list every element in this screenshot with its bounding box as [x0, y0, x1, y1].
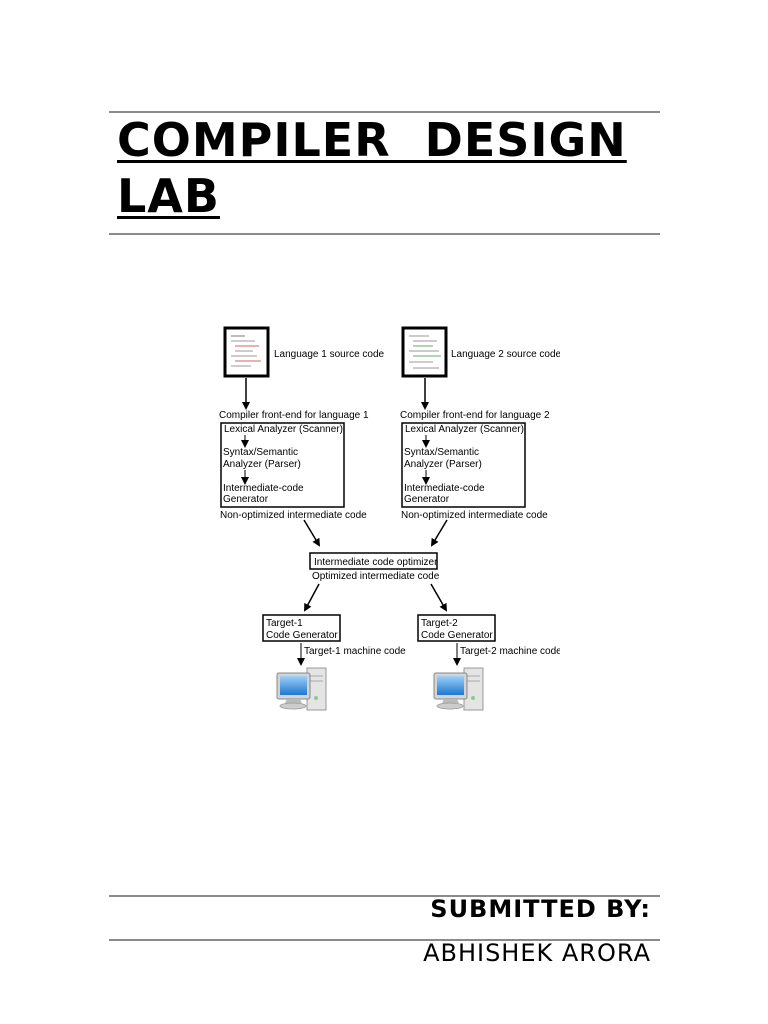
computer-icon	[433, 667, 484, 711]
target2-line1: Target-2	[421, 618, 458, 629]
frontend1-intermediate-1: Intermediate-code	[223, 483, 304, 494]
title-line-2: LAB	[117, 169, 220, 223]
frontend2-label: Compiler front-end for language 2	[400, 410, 550, 421]
top-rule-upper	[109, 111, 660, 113]
optimizer-box	[309, 552, 438, 570]
frontend1-syntax-1: Syntax/Semantic	[223, 447, 298, 458]
frontend2-syntax-1: Syntax/Semantic	[404, 447, 479, 458]
arrow	[304, 583, 320, 612]
arrow	[303, 519, 321, 547]
title-line-1: COMPILER DESIGN	[117, 113, 627, 167]
frontend2-intermediate-2: Generator	[404, 494, 450, 505]
source-file-icon	[223, 326, 270, 378]
target1-line2: Code Generator	[266, 630, 338, 641]
frontend1-syntax-2: Analyzer (Parser)	[223, 459, 301, 470]
bottom-rule-upper	[109, 895, 660, 897]
frontend2-box	[401, 422, 526, 508]
optimized-output: Optimized intermediate code	[312, 571, 440, 582]
submitted-by-label: SUBMITTED BY:	[430, 895, 651, 923]
document-title: COMPILER DESIGN LAB	[117, 112, 677, 224]
frontend2-lexical: Lexical Analyzer (Scanner)	[405, 424, 524, 435]
frontend1-intermediate-2: Generator	[223, 494, 269, 505]
target2-line2: Code Generator	[421, 630, 493, 641]
arrow	[430, 519, 448, 547]
target2-machine-label: Target-2 machine code	[460, 646, 560, 657]
top-rule-lower	[109, 233, 660, 235]
optimizer-label: Intermediate code optimizer	[314, 557, 438, 568]
target2-box	[417, 614, 496, 642]
computer-icon	[276, 667, 327, 711]
bottom-rule-lower	[109, 939, 660, 941]
frontend1-label: Compiler front-end for language 1	[219, 410, 369, 421]
frontend1-lexical: Lexical Analyzer (Scanner)	[224, 424, 343, 435]
frontend1-box	[220, 422, 345, 508]
target1-box	[262, 614, 341, 642]
arrow	[430, 583, 447, 612]
frontend2-syntax-2: Analyzer (Parser)	[404, 459, 482, 470]
compiler-diagram: Language 1 source code Language 2 source…	[219, 326, 560, 711]
frontend2-output: Non-optimized intermediate code	[401, 510, 548, 521]
author-name: ABHISHEK ARORA	[423, 939, 651, 967]
lang1-source-label: Language 1 source code	[274, 349, 385, 360]
lang2-source-label: Language 2 source code	[451, 349, 560, 360]
frontend1-output: Non-optimized intermediate code	[220, 510, 367, 521]
frontend2-intermediate-1: Intermediate-code	[404, 483, 485, 494]
target1-machine-label: Target-1 machine code	[304, 646, 406, 657]
source-file-icon	[401, 326, 448, 378]
target1-line1: Target-1	[266, 618, 303, 629]
